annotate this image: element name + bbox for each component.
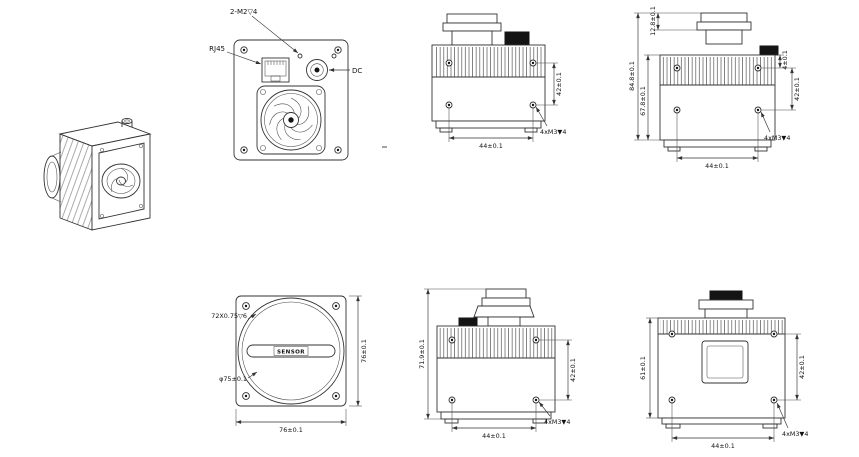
dim-44-horizontal: 44±0.1 <box>711 442 735 450</box>
view-isometric <box>43 117 152 231</box>
dim-76-vertical: 76±0.1 <box>360 339 368 363</box>
dim-128-lens: 12.8±0.1 <box>649 6 657 36</box>
iso-fan <box>98 142 145 220</box>
rear-corner-screws <box>240 46 342 154</box>
label-rj45: RJ45 <box>209 45 225 53</box>
heatsink-fins <box>439 328 553 358</box>
dim-42-vertical: 42±0.1 <box>569 358 577 382</box>
mount-holes <box>448 336 540 404</box>
sensor-slot <box>246 344 336 358</box>
connector-block <box>759 45 779 56</box>
view-side-bottom-a: 71.9±0.1 42±0.1 44±0.1 4xM3▼4 <box>418 288 577 440</box>
lens-mount-thread <box>241 301 341 401</box>
dim-42-vertical: 42±0.1 <box>798 355 806 379</box>
lens-mount-outer <box>237 297 345 405</box>
dim-678-body: 67.8±0.1 <box>639 86 647 116</box>
dim-719-total: 71.9±0.1 <box>418 339 426 369</box>
label-thread: 72X0.75▽6 <box>211 312 247 320</box>
iso-lens <box>43 151 62 203</box>
view-rear: 2-M2▽4 RJ45 DC <box>209 8 387 161</box>
connector-block <box>504 31 530 46</box>
lens-cap <box>709 290 743 301</box>
label-4xm3: 4xM3▼4 <box>544 418 570 426</box>
sensor-window-outer <box>701 340 749 384</box>
label-4xm3: 4xM3▼4 <box>764 134 790 142</box>
dim-848-total: 84.8±0.1 <box>628 61 636 91</box>
view-side-bottom-b: 61±0.1 42±0.1 44±0.1 4xM3▼4 <box>639 290 808 450</box>
front-corner-screws <box>242 302 340 400</box>
dim-44-horizontal: 44±0.1 <box>479 142 503 150</box>
dim-42-vertical: 42±0.1 <box>555 72 563 96</box>
heatsink-fins <box>660 320 783 334</box>
rear-fan <box>256 85 326 155</box>
connector-block <box>458 317 478 327</box>
view-side-top-a: 42±0.1 44±0.1 4xM3▼4 <box>431 13 566 150</box>
label-4xm3: 4xM3▼4 <box>782 430 808 438</box>
dim-61-total: 61±0.1 <box>639 356 647 380</box>
label-2m2-tap: 2-M2▽4 <box>230 8 258 16</box>
dim-4-offset: 4±0.1 <box>781 50 789 70</box>
dim-44-horizontal: 44±0.1 <box>705 162 729 170</box>
dim-44-horizontal: 44±0.1 <box>482 432 506 440</box>
label-4xm3: 4xM3▼4 <box>540 128 566 136</box>
view-front: SENSOR 72X0.75▽6 φ75±0.1 76±0.1 76±0.1 <box>211 295 368 434</box>
m2-tap-holes <box>297 53 337 59</box>
mount-holes <box>445 59 537 109</box>
dim-42-vertical: 42±0.1 <box>793 77 801 101</box>
heatsink-fins <box>662 57 773 85</box>
sensor-label: SENSOR <box>277 350 305 356</box>
rj45-port <box>261 57 290 83</box>
dim-76-horizontal: 76±0.1 <box>279 426 303 434</box>
sensor-window-inner <box>706 345 744 379</box>
iso-top-connector <box>121 117 133 127</box>
view-side-top-b: 84.8±0.1 67.8±0.1 12.8±0.1 4±0.1 42±0.1 … <box>628 6 801 170</box>
dc-connector <box>306 59 328 81</box>
label-diameter: φ75±0.1 <box>219 375 247 383</box>
label-dc: DC <box>352 67 362 75</box>
